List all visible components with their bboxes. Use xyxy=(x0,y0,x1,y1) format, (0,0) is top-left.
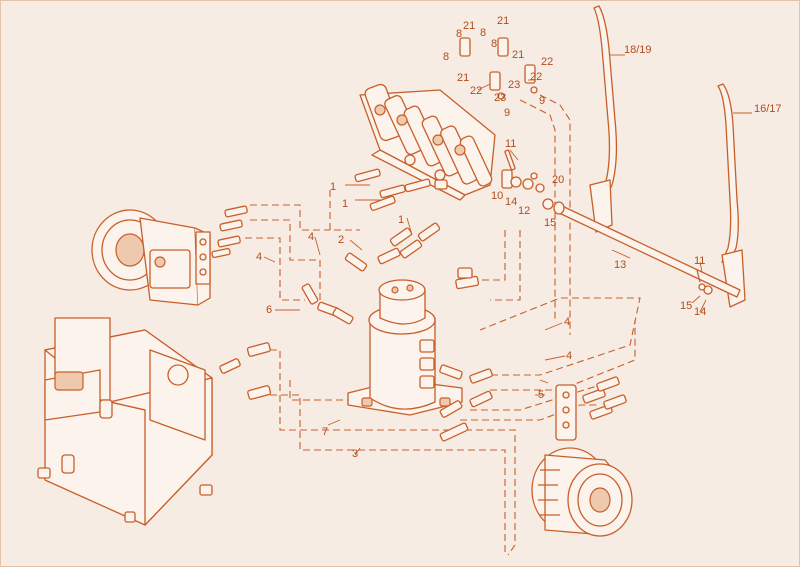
travel-motor-right xyxy=(531,447,633,537)
callout-21: 21 xyxy=(457,72,469,84)
callout-23: 23 xyxy=(494,92,506,104)
callout-22: 22 xyxy=(530,71,542,83)
callout-21: 21 xyxy=(512,49,524,61)
callout-1: 1 xyxy=(398,214,404,226)
control-valve-block xyxy=(359,83,496,201)
hydraulic-tank xyxy=(37,317,213,526)
callout-11: 11 xyxy=(694,255,705,267)
callout-13: 13 xyxy=(614,259,626,271)
callout-14: 14 xyxy=(694,306,706,318)
travel-motor-left xyxy=(91,209,211,306)
callout-21: 21 xyxy=(463,20,475,32)
callout-15: 15 xyxy=(544,217,556,229)
callout-22: 22 xyxy=(541,56,553,68)
callout-12: 12 xyxy=(518,205,530,217)
callout-labels: 8 21 8 21 8 8 21 21 22 22 23 23 22 9 9 1… xyxy=(256,15,782,460)
travel-levers xyxy=(553,5,746,308)
callout-6: 6 xyxy=(266,304,272,316)
hose-routes xyxy=(245,94,641,556)
valve-linkage-hardware xyxy=(459,37,538,100)
callout-3: 3 xyxy=(352,448,358,460)
callout-8: 8 xyxy=(491,38,497,50)
callout-15: 15 xyxy=(680,300,692,312)
fittings-right xyxy=(555,376,627,441)
callout-18-19: 18/19 xyxy=(624,44,652,56)
callout-10: 10 xyxy=(491,190,503,202)
valve-fittings xyxy=(354,168,448,211)
callout-9: 9 xyxy=(539,95,545,107)
rotary-fittings xyxy=(301,222,493,442)
callout-2: 2 xyxy=(338,234,344,246)
callout-21: 21 xyxy=(497,15,509,27)
callout-16-17: 16/17 xyxy=(754,103,782,115)
callout-4: 4 xyxy=(564,316,570,328)
callout-4: 4 xyxy=(566,350,572,362)
callout-23: 23 xyxy=(508,79,520,91)
leader-lines xyxy=(263,54,752,456)
callout-5: 5 xyxy=(538,389,544,401)
callout-9: 9 xyxy=(504,107,510,119)
callout-8: 8 xyxy=(480,27,486,39)
fittings-tank xyxy=(219,342,272,400)
callout-8: 8 xyxy=(443,51,449,63)
callout-20: 20 xyxy=(552,174,564,186)
fittings-left xyxy=(211,205,248,259)
rotary-joint xyxy=(347,279,463,416)
callout-8: 8 xyxy=(456,28,462,40)
callout-22: 22 xyxy=(470,85,482,97)
callout-11: 11 xyxy=(505,138,516,150)
callout-14: 14 xyxy=(505,196,517,208)
callout-1: 1 xyxy=(342,198,348,210)
callout-4: 4 xyxy=(308,231,314,243)
callout-7: 7 xyxy=(322,426,328,438)
callout-1: 1 xyxy=(330,181,336,193)
lever-hardware xyxy=(501,149,554,210)
callout-4: 4 xyxy=(256,251,262,263)
